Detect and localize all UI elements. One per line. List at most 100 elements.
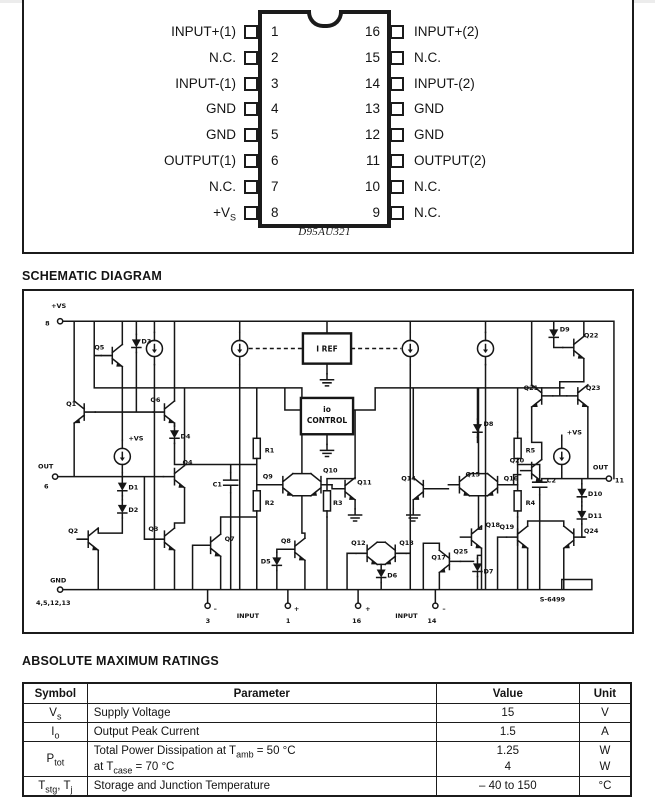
schematic-label: 1 [286, 617, 291, 625]
pin-lead-left [244, 154, 258, 168]
schematic-label: 3 [206, 617, 211, 625]
ic-notch [306, 10, 343, 28]
pin-label-right: INPUT+(2) [414, 24, 479, 39]
pin-lead-right [390, 77, 404, 91]
pin-label-left: N.C. [209, 50, 236, 65]
col-header-symbol: Symbol [22, 682, 88, 704]
pin-number-right: 12 [364, 127, 380, 142]
pin-lead-left [244, 128, 258, 142]
schematic-label: OUT [593, 464, 609, 472]
schematic-label: Q19 [500, 523, 515, 531]
schematic-label: + [294, 605, 299, 613]
schematic-label: Q6 [150, 396, 161, 404]
rating-unit: °C [578, 776, 632, 797]
schematic-label: 11 [615, 477, 625, 485]
pin-lead-right [390, 180, 404, 194]
schematic-label: Q11 [357, 479, 372, 487]
schematic-label: D10 [588, 490, 603, 498]
schematic-label: +VS [51, 302, 66, 310]
schematic-label: C2 [547, 477, 556, 485]
schematic-label: Q20 [510, 456, 525, 464]
schematic-label: Q25 [453, 547, 468, 555]
schematic-label: R3 [333, 499, 343, 507]
schematic-label: 8 [45, 319, 50, 327]
pin-label-left: N.C. [209, 179, 236, 194]
schematic-heading: SCHEMATIC DIAGRAM [22, 269, 162, 283]
iref-block [301, 332, 353, 365]
pin-number-left: 5 [271, 127, 279, 142]
rating-symbol: Io [22, 722, 88, 742]
pin-lead-left [244, 206, 258, 220]
schematic-label: Q1 [66, 400, 77, 408]
schematic-label: io [323, 405, 331, 414]
schematic-label: Q23 [586, 384, 601, 392]
schematic-label: Q4 [183, 459, 194, 467]
rating-parameter: Output Peak Current [86, 722, 437, 742]
rating-symbol: Tstg, Tj [22, 776, 88, 797]
schematic-label: D2 [128, 506, 138, 514]
pin-number-left: 4 [271, 101, 279, 116]
pin-label-right: GND [414, 101, 444, 116]
schematic-label: INPUT [237, 612, 260, 620]
schematic-label: Q17 [431, 553, 446, 561]
schematic-label: Q18 [486, 521, 501, 529]
pin-lead-right [390, 154, 404, 168]
pin-number-left: 8 [271, 205, 279, 220]
schematic-label: D9 [560, 325, 570, 333]
pin-label-right: INPUT-(2) [414, 76, 475, 91]
schematic-label: Q3 [148, 525, 159, 533]
pin-label-right: GND [414, 127, 444, 142]
schematic-label: Q24 [584, 527, 599, 535]
schematic-label: Q9 [263, 473, 274, 481]
pin-number-left: 6 [271, 153, 279, 168]
rating-symbol: Vs [22, 703, 88, 723]
rating-value: 15 [435, 703, 580, 723]
pin-lead-left [244, 77, 258, 91]
schematic-label: Q2 [68, 527, 78, 535]
schematic-label: D3 [141, 337, 151, 345]
schematic-label: R4 [526, 499, 536, 507]
schematic-label: 16 [352, 617, 362, 625]
schematic-label: Q10 [323, 467, 338, 475]
ic-package-outline [258, 10, 391, 228]
schematic-label: +VS [567, 428, 582, 436]
schematic-label: D7 [484, 567, 494, 575]
pin-number-right: 11 [365, 153, 380, 168]
rating-unit: A [578, 722, 632, 742]
ratings-header-row: Symbol Parameter Value Unit [22, 682, 632, 704]
schematic-label: Q12 [351, 539, 366, 547]
pin-number-right: 9 [372, 205, 380, 220]
pin-lead-right [390, 102, 404, 116]
schematic-label: Q14 [401, 475, 416, 483]
rating-parameter: Storage and Junction Temperature [86, 776, 437, 797]
diagram-caption: D95AU321 [298, 226, 351, 238]
schematic-label: Q13 [399, 539, 414, 547]
schematic-label: D6 [387, 572, 397, 580]
schematic-label: D11 [588, 512, 603, 520]
pin-number-right: 16 [364, 24, 380, 39]
schematic-label: + [365, 605, 370, 613]
schematic-label: R1 [265, 446, 275, 454]
schematic-label: CONTROL [307, 416, 347, 425]
pin-label-right: N.C. [414, 50, 441, 65]
pin-lead-right [390, 206, 404, 220]
schematic-label: OUT [38, 463, 54, 471]
schematic-label: INPUT [395, 612, 418, 620]
pin-number-right: 14 [364, 76, 380, 91]
rating-value: – 40 to 150 [435, 776, 580, 797]
pin-lead-left [244, 25, 258, 39]
rating-symbol: Ptot [22, 741, 88, 777]
